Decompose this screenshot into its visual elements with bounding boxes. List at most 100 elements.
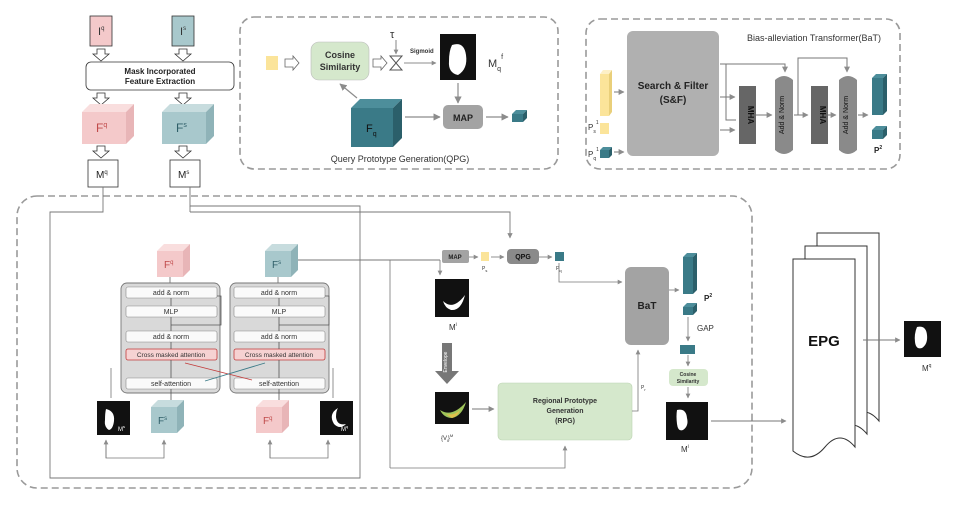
mi2-shape	[676, 409, 688, 431]
block-fs-label: Fs	[272, 260, 281, 271]
block-mq-image	[320, 401, 353, 435]
bat-box-label: BaT	[638, 301, 657, 312]
search-filter-line2: (S&F)	[660, 95, 687, 106]
block-fq-bottom-label: Fq	[263, 416, 272, 427]
gap-cube	[680, 345, 695, 354]
left-mlp-label: MLP	[164, 309, 179, 316]
qpg-output-cube	[512, 110, 527, 122]
search-filter-line1: Search & Filter	[638, 81, 709, 92]
mi-label: Mi	[449, 322, 457, 332]
sigmoid-label: Sigmoid	[410, 49, 434, 55]
bat-addnorm2-box	[839, 76, 857, 154]
down-arrow-mq	[91, 145, 111, 159]
down-arrow-fq	[91, 92, 111, 106]
bat-pq-cube	[600, 147, 612, 158]
left-cross-attention	[125, 348, 218, 361]
main-frame	[16, 195, 753, 489]
right-self-attention-label: self-attention	[259, 381, 299, 388]
down-arrow-iq	[91, 48, 111, 62]
down-arrow-ms	[173, 145, 193, 159]
ms-box	[169, 159, 201, 188]
top-connections	[49, 187, 513, 479]
qpg-cosine-line2: Similarity	[320, 62, 361, 72]
fs-label: Fs	[176, 121, 187, 135]
left-addnorm-mid	[125, 330, 218, 343]
left-self-attention-label: self-attention	[151, 381, 191, 388]
feature-extraction-box	[85, 61, 235, 91]
iq-image-box	[89, 15, 113, 47]
bat-ps-label: Ps1	[588, 120, 599, 135]
right-pq-label: Pq	[556, 266, 562, 273]
bat-mha2-label: MHA	[818, 106, 827, 124]
bat-addnorm1-box	[775, 76, 793, 154]
envelope-label: Envelope	[443, 351, 449, 372]
right-qpg-label: QPG	[515, 254, 531, 261]
envelope-arrow	[435, 343, 459, 384]
vi-image	[435, 392, 469, 424]
transformer-block: Fq Fs add & norm MLP add & norm Cross ma…	[97, 244, 440, 459]
bat-section: Bias-alleviation Transformer(BaT) Ps1 Pq…	[585, 18, 901, 170]
qpg-mask-shape	[448, 44, 467, 75]
qpg-cosine-box	[310, 41, 370, 81]
qpg-title: Query Prototype Generation(QPG)	[331, 154, 470, 164]
right-ps-square	[481, 252, 489, 261]
rpg-line1: Regional Prototype	[533, 398, 597, 405]
bat-skip-1	[720, 63, 788, 73]
qpg-fq-to-cosine	[339, 83, 358, 99]
qpg-map-box	[443, 105, 483, 129]
block-mq-shape	[331, 408, 346, 427]
bat-p2-cube	[872, 74, 887, 139]
gap-label: GAP	[697, 324, 714, 333]
qpg-tau: τ	[390, 29, 395, 41]
ms-label: Ms	[178, 170, 189, 181]
right-addnorm-mid	[233, 330, 326, 343]
qpg-input-square	[266, 56, 278, 70]
mqf-label: Mqf	[488, 54, 503, 73]
cross-line-teal	[204, 362, 266, 382]
feature-extraction-section: Iq Is Mask Incorporated Feature Extracti…	[82, 15, 235, 188]
bat-mha2-box	[811, 86, 828, 144]
right-addnorm-top-label: add & norm	[261, 290, 297, 297]
is-label: Is	[180, 26, 186, 38]
right-cross-attention	[233, 348, 326, 361]
bat-skip-1b	[725, 64, 736, 121]
final-mq-label: Mq	[922, 363, 932, 373]
left-self-attention	[125, 377, 218, 390]
sigmoid-symbol	[388, 55, 404, 71]
bat-addnorm1-label: Add & Norm	[779, 96, 786, 134]
bat-addnorm2-label: Add & Norm	[843, 96, 850, 134]
bat-frame	[585, 18, 901, 170]
mi-shape	[443, 295, 465, 311]
block-fs-cube	[265, 244, 298, 277]
right-cross-attention-label: Cross masked attention	[245, 352, 314, 359]
left-addnorm-top	[125, 286, 218, 299]
right-cosine-line2: Similarity	[677, 379, 700, 385]
cross-line-red	[184, 362, 253, 381]
right-mlp	[233, 305, 326, 318]
block-fq-label: Fq	[164, 260, 173, 271]
fq-label: Fq	[96, 121, 107, 135]
right-map-label: MAP	[448, 255, 461, 261]
right-qpg-box	[507, 249, 539, 264]
right-map-box	[442, 250, 469, 263]
qpg-map-label: MAP	[453, 113, 473, 123]
vi-shape	[440, 402, 466, 418]
epg-section: EPG Mq	[792, 232, 941, 458]
bat-mha1-box	[739, 86, 756, 144]
bat-p2-label: P2	[874, 145, 882, 155]
block-fs-cube-bottom	[151, 400, 184, 433]
right-cosine-line1: Cosine	[680, 372, 697, 378]
mq-label: Mq	[96, 170, 108, 181]
right-addnorm-top	[233, 286, 326, 299]
epg-label: EPG	[808, 333, 840, 350]
epg-page-1	[792, 258, 856, 458]
block-fq-cube-bottom	[256, 400, 289, 433]
right-pq-cube	[555, 252, 564, 261]
qpg-fq-label: Fq	[366, 123, 377, 138]
right-mlp-label: MLP	[272, 309, 287, 316]
qpg-fq-cube	[351, 99, 402, 147]
is-image-box	[171, 15, 195, 47]
bat-box	[625, 267, 669, 345]
left-addnorm-top-label: add & norm	[153, 290, 189, 297]
